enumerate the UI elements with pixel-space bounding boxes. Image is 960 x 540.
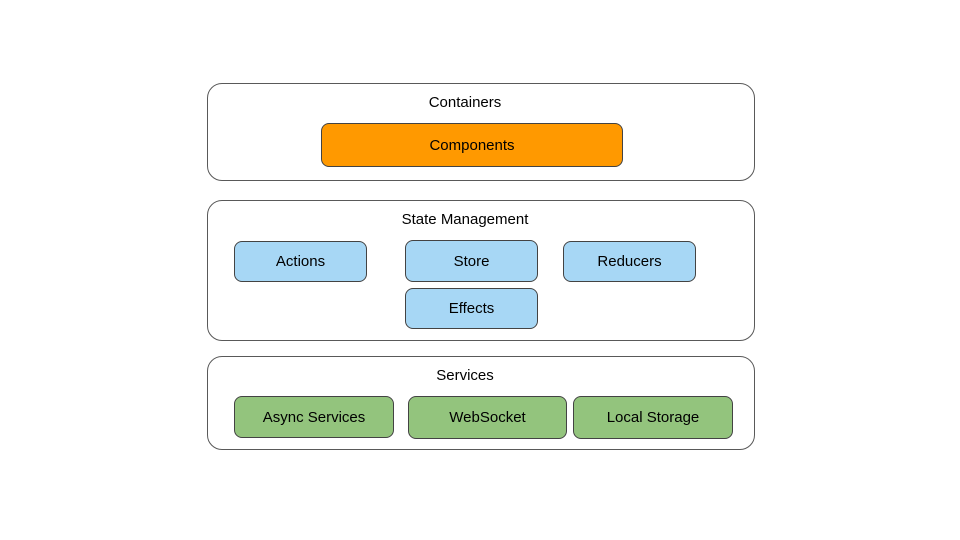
websocket-node: WebSocket <box>408 396 567 439</box>
local-storage-node: Local Storage <box>573 396 733 439</box>
async-services-node: Async Services <box>234 396 394 438</box>
services-group-title: Services <box>436 367 494 384</box>
store-node-label: Store <box>453 252 490 270</box>
effects-node-label: Effects <box>448 300 495 317</box>
components-node: Components <box>321 123 623 167</box>
state-management-group-title: State Management <box>401 211 529 228</box>
websocket-node-label: WebSocket <box>449 409 526 426</box>
store-node: Store <box>405 240 538 282</box>
actions-node-label: Actions <box>275 253 326 270</box>
effects-node: Effects <box>405 288 538 329</box>
state-management-group: State Management Actions Store Reducers … <box>207 200 755 341</box>
reducers-node-label: Reducers <box>597 253 662 270</box>
components-node-label: Components <box>429 136 515 154</box>
async-services-node-label: Async Services <box>262 408 366 426</box>
local-storage-node-label: Local Storage <box>606 409 700 426</box>
containers-group: Containers Components <box>207 83 755 181</box>
reducers-node: Reducers <box>563 241 696 282</box>
services-group: Services Async Services WebSocket Local … <box>207 356 755 450</box>
containers-group-title: Containers <box>428 94 502 111</box>
actions-node: Actions <box>234 241 367 282</box>
